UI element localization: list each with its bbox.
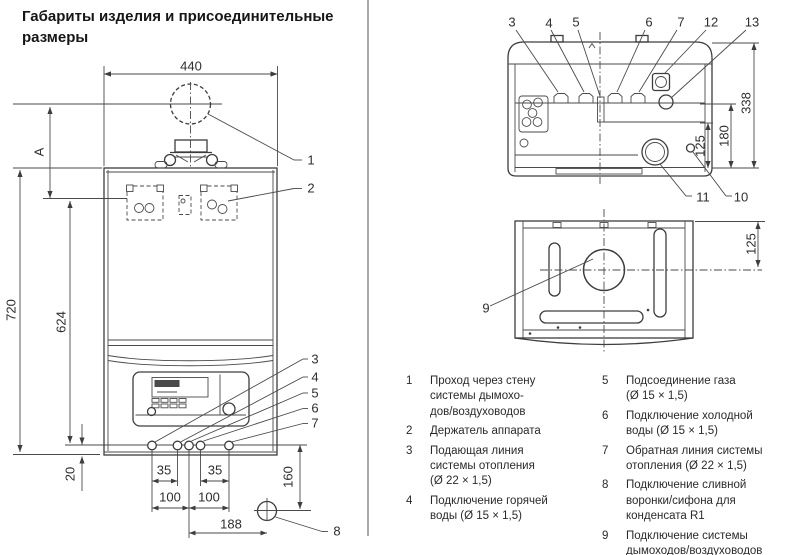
bottom-callout-11: 11: [696, 189, 710, 205]
legend-text: конденсата R1: [626, 510, 705, 523]
bottom-callout-3: 3: [508, 14, 516, 30]
legend-number: 6: [602, 409, 609, 422]
callout-3: 3: [311, 351, 319, 367]
legend-text: воронки/сифона для: [626, 494, 736, 507]
bottom-view-drawing: [507, 29, 759, 197]
legend-number: 4: [406, 494, 413, 507]
legend-item-8: 8 Подключение сливной воронки/сифона для…: [602, 478, 800, 524]
legend-text: системы дымохо-: [430, 390, 524, 403]
legend-text: Подключение холодной: [626, 409, 753, 422]
bottom-dim-338: 338: [738, 92, 754, 114]
legend-text: (Ø 22 × 1,5): [430, 475, 492, 488]
callout-5: 5: [311, 385, 319, 401]
legend-text: отопления (Ø 22 × 1,5): [626, 460, 747, 473]
legend-number: 2: [406, 425, 413, 438]
legend-text: системы отопления: [430, 460, 535, 473]
legend-item-7: 7 Обратная линия системы отопления (Ø 22…: [602, 444, 800, 475]
flue-collar: [174, 139, 208, 153]
top-view-drawing: [489, 209, 765, 352]
dim-35-left: 35: [156, 462, 172, 478]
callout-1: 1: [307, 152, 315, 168]
legend-item-2: 2 Держатель аппарата: [406, 424, 598, 439]
mounting-bracket: [126, 184, 238, 221]
top-callout-9: 9: [482, 300, 490, 316]
dim-width-440: 440: [180, 58, 202, 74]
legend-text: дов/воздуховодов: [430, 405, 526, 418]
legend-item-1: 1 Проход через стену системы дымохо- дов…: [406, 374, 598, 420]
cable-grommet-plate: [518, 95, 549, 133]
dim-100-right: 100: [198, 489, 220, 505]
callout-6: 6: [311, 400, 319, 416]
legend-text: Подключение сливной: [626, 479, 747, 492]
legend-text: Подсоединение газа: [626, 375, 736, 387]
bottom-callout-12: 12: [703, 14, 719, 30]
legend-item-6: 6 Подключение холодной воды (Ø 15 × 1,5): [602, 409, 800, 440]
callout-2: 2: [307, 180, 315, 196]
bottom-callout-6: 6: [645, 14, 653, 30]
legend-item-5: 5 Подсоединение газа (Ø 15 × 1,5): [602, 374, 800, 405]
dim-bracket-624: 624: [53, 311, 69, 333]
dim-offset-a: A: [31, 147, 47, 157]
gas-valve: [651, 72, 671, 92]
legend-number: 8: [602, 479, 609, 492]
control-panel: [132, 371, 250, 427]
legend-number: 3: [406, 444, 413, 457]
legend-item-9: 9 Подключение системы дымоходов/воздухов…: [602, 529, 800, 555]
top-dim-125: 125: [743, 233, 759, 255]
bottom-callout-7: 7: [677, 14, 685, 30]
callout-7: 7: [311, 415, 319, 431]
front-view-drawing: [13, 66, 328, 538]
legend-text: воды (Ø 15 × 1,5): [626, 425, 718, 438]
legend-column-right: 5 Подсоединение газа (Ø 15 × 1,5) 6 Подк…: [602, 374, 800, 555]
legend-number: 1: [406, 375, 413, 387]
legend-number: 7: [602, 444, 609, 457]
display-panel: [151, 377, 209, 398]
bottom-dim-125: 125: [692, 135, 708, 157]
legend-text: (Ø 15 × 1,5): [626, 390, 688, 403]
callout-8: 8: [333, 523, 341, 539]
legend-item-3: 3 Подающая линия системы отопления (Ø 22…: [406, 444, 598, 490]
legend-number: 9: [602, 529, 609, 542]
bottom-callout-13: 13: [744, 14, 760, 30]
legend-text: Обратная линия системы: [626, 444, 763, 457]
legend-text: Проход через стену: [430, 375, 536, 387]
legend-number: 5: [602, 375, 609, 387]
legend-item-4: 4 Подключение горячей воды (Ø 15 × 1,5): [406, 494, 598, 525]
dim-35-right: 35: [207, 462, 223, 478]
legend-column-left: 1 Проход через стену системы дымохо- дов…: [406, 374, 598, 529]
bottom-callout-5: 5: [572, 14, 580, 30]
legend-text: Подающая линия: [430, 444, 524, 457]
legend-text: дымоходов/воздуховодов: [626, 545, 763, 555]
bottom-dim-180: 180: [716, 125, 732, 147]
legend-text: воды (Ø 15 × 1,5): [430, 510, 522, 523]
dim-188: 188: [220, 516, 242, 532]
dim-height-720: 720: [3, 299, 19, 321]
right-knob: [222, 402, 236, 416]
dim-160: 160: [280, 466, 296, 488]
left-knob: [146, 406, 157, 417]
callout-4: 4: [311, 369, 319, 385]
legend-text: Подключение горячей: [430, 494, 548, 507]
bottom-callout-10: 10: [733, 189, 749, 205]
dim-gap-20: 20: [62, 466, 78, 482]
legend-text: Подключение системы: [626, 529, 748, 542]
siphon: [641, 138, 669, 166]
page-title: Габариты изделия и присоединительные раз…: [22, 8, 334, 46]
legend-text: Держатель аппарата: [430, 425, 541, 438]
dim-100-left: 100: [159, 489, 181, 505]
bottom-callout-4: 4: [545, 15, 553, 31]
